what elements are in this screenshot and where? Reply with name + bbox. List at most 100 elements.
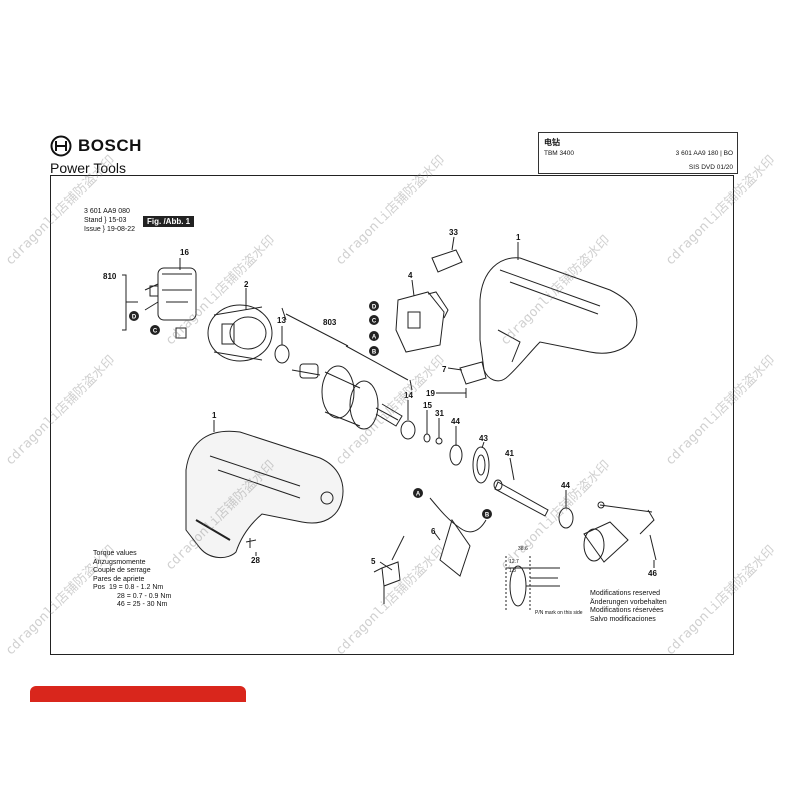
screw-28-part xyxy=(245,538,257,548)
issue-label: Issue xyxy=(84,226,101,233)
part-label: 803 xyxy=(323,318,337,327)
part-label: 46 xyxy=(648,569,657,578)
ball-31-part xyxy=(435,437,443,445)
connector-letter: A xyxy=(416,492,421,498)
red-banner-bar xyxy=(30,686,246,702)
brand-subtitle: Power Tools xyxy=(50,160,127,176)
part-label: 44 xyxy=(451,417,460,426)
dimension-label: 1.3 xyxy=(509,568,516,574)
connector-letter: B xyxy=(372,350,377,356)
part-label: 43 xyxy=(479,434,488,443)
connector-markers: D C D C A B A B xyxy=(129,301,492,519)
part-label: 1 xyxy=(516,233,521,242)
housing-right-part xyxy=(479,257,638,382)
torque-line: Anzugsmomente xyxy=(93,558,146,566)
part-label: 5 xyxy=(371,557,376,566)
title-box-part-number: 3 601 AA9 180 | BO xyxy=(675,150,733,157)
torque-line: Couple de serrage xyxy=(93,567,151,574)
brand-name: BOSCH xyxy=(78,136,142,155)
modifications-notice: Modifications reserved Änderungen vorbeh… xyxy=(590,590,667,624)
part-label: 1 xyxy=(212,411,217,420)
pn-mark-note: P/N mark on this side xyxy=(535,610,583,616)
connector-marker xyxy=(369,331,379,341)
diagram-frame xyxy=(50,175,734,655)
torque-line: Torque values xyxy=(93,550,137,557)
modifications-line: Änderungen vorbehalten xyxy=(590,598,667,606)
part-label: 33 xyxy=(449,228,458,237)
modifications-line: Modifications réservées xyxy=(590,607,664,614)
housing-left-part xyxy=(185,430,344,558)
torque-entry: 19 = 0.8 - 1.2 Nm xyxy=(108,584,164,591)
armature-part xyxy=(291,363,403,430)
part-labels: 810 16 2 13 803 33 4 1 7 19 14 15 31 44 … xyxy=(103,228,657,578)
bearing-13-part xyxy=(274,344,290,364)
gear-detail-part xyxy=(505,556,560,612)
connector-letter: C xyxy=(372,319,377,325)
stand-date: 15-03 xyxy=(108,217,127,224)
part-label: 7 xyxy=(442,365,447,374)
cable-6-part xyxy=(429,497,487,577)
connector-letter: A xyxy=(372,335,377,341)
lever-5-part xyxy=(373,535,405,604)
connector-letter: D xyxy=(132,315,137,321)
dimension-label: 12.7 xyxy=(509,559,519,565)
torque-entry: 28 = 0.7 - 0.9 Nm xyxy=(117,592,172,600)
doc-number: 3 601 AA9 080 xyxy=(84,208,130,215)
bearing-14-part xyxy=(400,420,416,440)
part-label: 28 xyxy=(251,556,260,565)
connector-letter: C xyxy=(153,329,158,335)
torque-values: Torque values Anzugsmomente Couple de se… xyxy=(93,550,171,610)
title-box-title: 电钻 xyxy=(544,138,560,147)
part-label: 4 xyxy=(408,271,413,280)
spindle-41-part xyxy=(493,479,549,517)
part-label: 44 xyxy=(561,481,570,490)
part-label: 19 xyxy=(426,389,435,398)
bearing-44-part xyxy=(449,444,463,466)
switch-part xyxy=(395,291,449,353)
part-label: 16 xyxy=(180,248,189,257)
washer-15-part xyxy=(423,433,431,443)
connector-marker xyxy=(369,315,379,325)
connector-marker xyxy=(369,346,379,356)
connector-marker xyxy=(369,301,379,311)
cap-33-part xyxy=(431,249,463,273)
part-label: 31 xyxy=(435,409,444,418)
screw-19-part xyxy=(440,388,467,398)
connector-marker xyxy=(413,488,423,498)
connector-letter: B xyxy=(485,513,490,519)
chuck-46-part xyxy=(583,501,657,563)
part-label: 14 xyxy=(404,391,413,400)
bosch-armature-icon xyxy=(50,135,72,157)
dimension-label: 38.6 xyxy=(518,546,528,552)
part-label: 2 xyxy=(244,280,249,289)
part-7 xyxy=(459,361,487,385)
part-label: 41 xyxy=(505,449,514,458)
gear-43-part xyxy=(472,446,490,484)
brand-block: BOSCH Power Tools xyxy=(50,135,142,176)
torque-line: Pares de apriete xyxy=(93,575,145,583)
connector-letter: D xyxy=(372,305,377,311)
brand-logo: BOSCH xyxy=(50,135,142,157)
connector-marker xyxy=(150,325,160,335)
dimension-labels: 38.6 12.7 1.3 xyxy=(509,546,528,574)
title-box: 电钻 TBM 3400 3 601 AA9 180 | BO SIS DVD 0… xyxy=(538,132,738,174)
issue-date: 19-08-22 xyxy=(106,226,135,233)
figure-label: Fig. /Abb. 1 xyxy=(143,216,195,227)
part-label: 810 xyxy=(103,272,117,281)
doc-meta: 3 601 AA9 080 Stand } 15-03 Issue } 19-0… xyxy=(84,208,135,233)
connector-marker xyxy=(482,509,492,519)
part-label: 15 xyxy=(423,401,432,410)
torque-entry: 46 = 25 - 30 Nm xyxy=(117,601,168,608)
stand-label: Stand xyxy=(84,217,103,224)
connector-marker xyxy=(129,311,139,321)
part-label: 6 xyxy=(431,527,436,536)
modifications-line: Modifications reserved xyxy=(590,590,661,597)
title-box-model: TBM 3400 xyxy=(544,150,574,157)
brush-holder-part xyxy=(144,267,197,339)
stator-part xyxy=(207,304,273,362)
modifications-line: Salvo modificaciones xyxy=(590,615,656,623)
part-label: 13 xyxy=(277,316,286,325)
title-box-sis: SIS DVD 01/20 xyxy=(688,164,733,171)
torque-pos-label: Pos xyxy=(93,584,106,591)
